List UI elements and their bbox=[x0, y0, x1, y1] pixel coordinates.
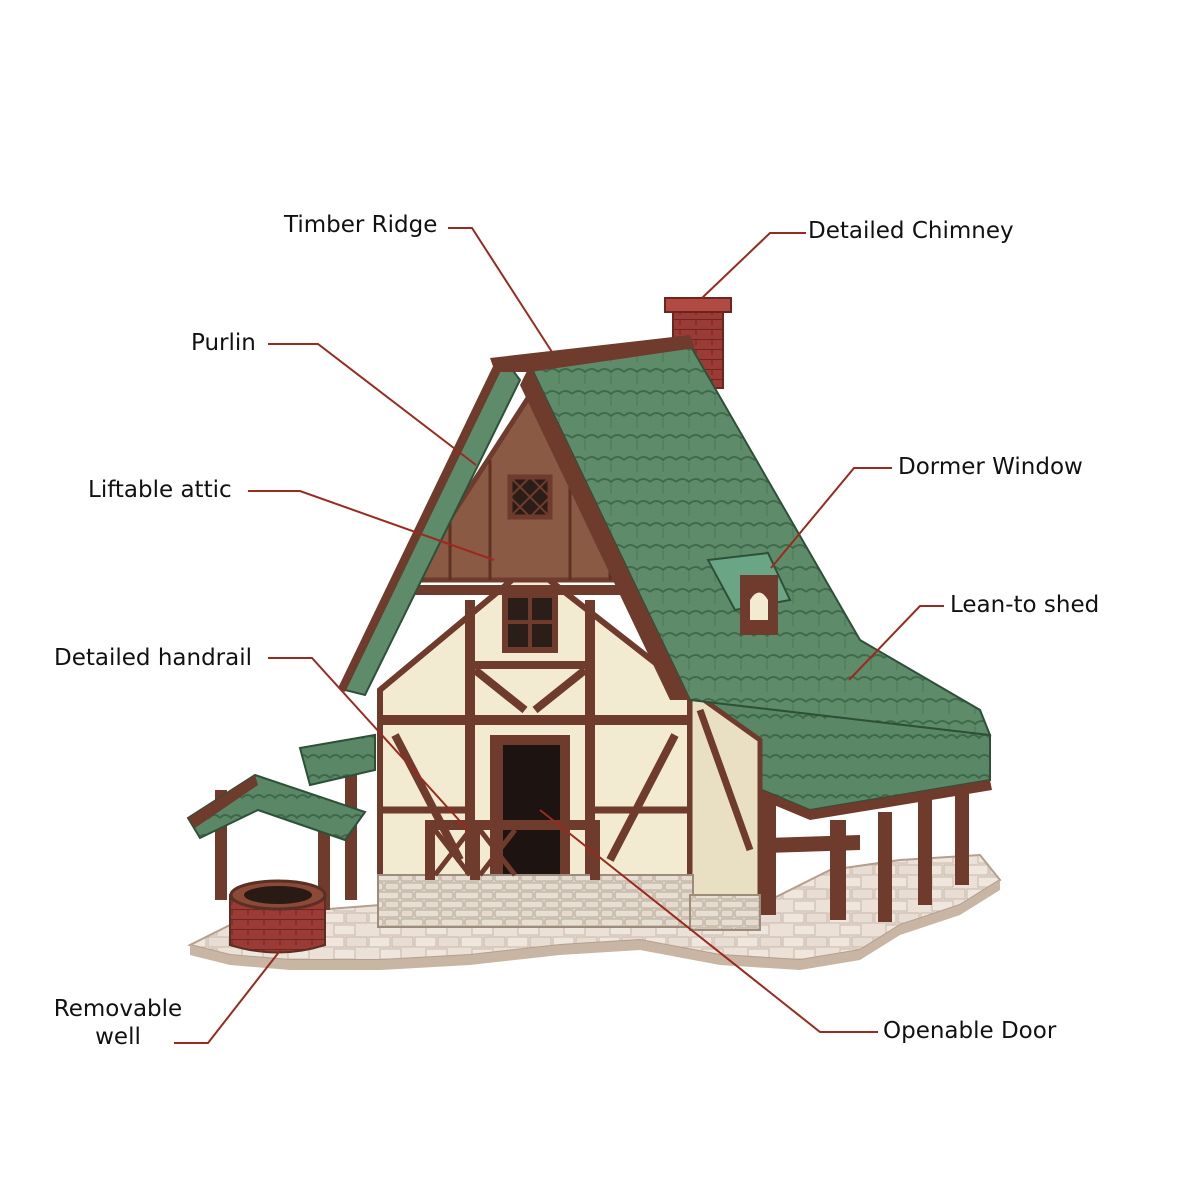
label-dormer-window: Dormer Window bbox=[898, 454, 1083, 480]
label-detailed-handrail: Detailed handrail bbox=[54, 645, 252, 671]
label-removable-well: Removable well bbox=[43, 996, 193, 1051]
label-timber-ridge: Timber Ridge bbox=[284, 212, 438, 238]
house-front-wall bbox=[377, 561, 763, 903]
label-openable-door: Openable Door bbox=[883, 1018, 1057, 1044]
label-removable-well-line1: Removable bbox=[53, 996, 183, 1022]
door bbox=[490, 735, 570, 880]
leader-detailed-chimney bbox=[701, 232, 806, 299]
leader-timber-ridge bbox=[448, 227, 553, 353]
leader-purlin bbox=[268, 343, 477, 466]
porch-handrail bbox=[425, 820, 600, 880]
leader-removable-well bbox=[174, 951, 280, 1044]
label-removable-well-line2: well bbox=[95, 1023, 141, 1050]
leader-dormer-window bbox=[770, 467, 892, 569]
side-shelter bbox=[298, 733, 376, 900]
leader-openable-door bbox=[539, 809, 878, 1033]
label-liftable-attic: Liftable attic bbox=[88, 477, 232, 503]
label-purlin: Purlin bbox=[191, 330, 256, 356]
label-lean-to-shed: Lean-to shed bbox=[950, 592, 1100, 618]
well bbox=[186, 773, 367, 954]
stone-foundation bbox=[377, 874, 761, 931]
leader-lean-to-shed bbox=[848, 605, 944, 681]
leader-liftable-attic bbox=[248, 490, 495, 561]
leader-lines bbox=[174, 227, 944, 1044]
dormer-window bbox=[706, 551, 792, 635]
main-roof bbox=[338, 335, 992, 737]
label-detailed-chimney: Detailed Chimney bbox=[808, 218, 1014, 244]
leader-detailed-handrail bbox=[268, 657, 469, 831]
